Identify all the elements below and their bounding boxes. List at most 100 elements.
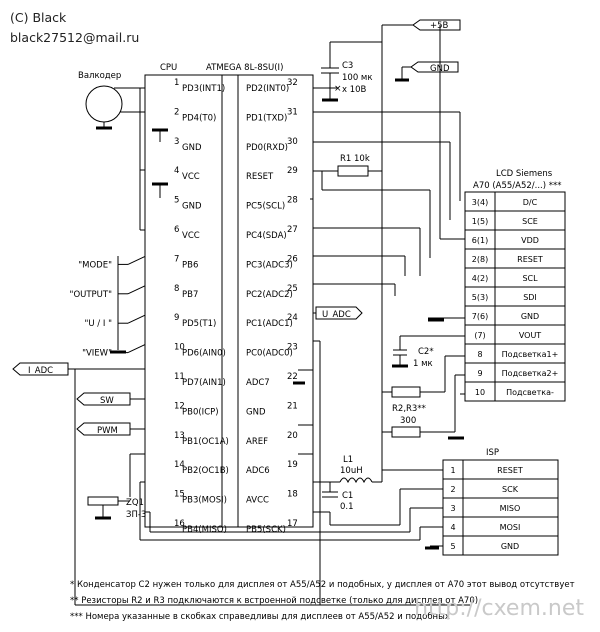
copyright-label: (C) Black bbox=[10, 10, 67, 25]
isp-pin-number: 5 bbox=[450, 542, 455, 551]
zq1-symbol bbox=[87, 496, 119, 506]
cpu-pin-name: RESET bbox=[246, 172, 274, 182]
lcd-pin-name: VDD bbox=[521, 236, 539, 245]
zq1-name: ZQ1 bbox=[126, 498, 144, 508]
cpu-left-pins: 1PD3(INT1)2PD4(T0)3GND4VCC5GND6VCC7PB68P… bbox=[174, 78, 229, 535]
cpu-pin-number: 32 bbox=[287, 78, 298, 88]
c3-name: C3 bbox=[342, 61, 353, 71]
cpu-pin-number: 27 bbox=[287, 225, 298, 235]
lcd-pin-name: RESET bbox=[517, 255, 543, 264]
cpu-pin-name: GND bbox=[182, 143, 202, 153]
cpu-pin-number: 19 bbox=[287, 460, 298, 470]
cpu-body bbox=[144, 74, 314, 528]
cpu-pin-name: PB1(OC1A) bbox=[182, 437, 229, 447]
lcd-pin-number: 7(6) bbox=[472, 312, 488, 321]
r1-symbol bbox=[337, 165, 369, 177]
cpu-pin-number: 23 bbox=[287, 343, 298, 353]
encoder-symbol bbox=[85, 85, 123, 123]
button-label: "MODE" bbox=[78, 260, 112, 270]
cpu-pin-number: 12 bbox=[174, 401, 185, 411]
cpu-pin-name: PC1(ADC1) bbox=[246, 319, 293, 329]
isp-frame bbox=[442, 459, 559, 556]
lcd-pin-number: 4(2) bbox=[472, 274, 488, 283]
cpu-pin-name: AREF bbox=[246, 437, 268, 447]
cpu-pin-name: PB6 bbox=[182, 260, 198, 270]
note-1: * Конденсатор C2 нужен только для диспле… bbox=[70, 580, 575, 590]
vcc-port-label: +5В bbox=[430, 21, 449, 31]
cpu-pin-number: 11 bbox=[174, 372, 185, 382]
cpu-pin-number: 9 bbox=[174, 313, 179, 323]
cpu-pin-number: 21 bbox=[287, 401, 298, 411]
i-adc-port-shape bbox=[12, 362, 69, 376]
cpu-right-pins: 32PD2(INT0)31PD1(TXD)30PD0(RXD)29RESET28… bbox=[246, 78, 298, 535]
cpu-pin-number: 14 bbox=[174, 460, 185, 470]
lcd-pin-name: Подсветка1+ bbox=[502, 350, 559, 359]
pwm-port-shape bbox=[76, 422, 131, 436]
button-contact bbox=[127, 344, 146, 354]
cpu-pin-name: GND bbox=[246, 407, 266, 417]
cpu-pin-number: 13 bbox=[174, 431, 185, 441]
cpu-pin-number: 22 bbox=[287, 372, 298, 382]
note-2: ** Резисторы R2 и R3 подключаются к встр… bbox=[70, 596, 479, 606]
lcd-pin-number: 9 bbox=[477, 369, 482, 378]
encoder-label: Валкодер bbox=[78, 71, 121, 81]
isp-pin-name: MISO bbox=[500, 504, 521, 513]
u-adc-port-shape bbox=[315, 306, 363, 320]
cpu-pin-number: 1 bbox=[174, 78, 179, 88]
cpu-pin-number: 30 bbox=[287, 137, 298, 147]
cpu-pin-name: PD4(T0) bbox=[182, 113, 216, 123]
cpu-pin-name: PC5(SCL) bbox=[246, 202, 285, 212]
cpu-pin-name: PC4(SDA) bbox=[246, 231, 287, 241]
button-label: "U / I " bbox=[84, 319, 112, 329]
cpu-pin-name: PD3(INT1) bbox=[182, 84, 225, 94]
cpu-pin-name: ADC6 bbox=[246, 466, 270, 476]
cpu-pin-number: 15 bbox=[174, 490, 185, 500]
isp-pin-name: GND bbox=[501, 542, 519, 551]
lcd-pin-number: 3(4) bbox=[472, 198, 488, 207]
cpu-pin-name: PD6(AIN0) bbox=[182, 349, 226, 359]
cpu-pin-number: 26 bbox=[287, 254, 298, 264]
r1-label: R1 10k bbox=[340, 154, 370, 164]
l1-value: 10uH bbox=[340, 466, 363, 476]
cpu-pin-name: PB7 bbox=[182, 290, 198, 300]
cpu-pin-name: PB5(SCK) bbox=[246, 525, 286, 535]
cpu-pin-name: PD7(AIN1) bbox=[182, 378, 226, 388]
l1-name: L1 bbox=[343, 455, 353, 465]
lcd-pin-number: 8 bbox=[477, 350, 482, 359]
cpu-pin-number: 8 bbox=[174, 284, 179, 294]
i-adc-port-label: I_ADC bbox=[28, 366, 53, 376]
lcd-pin-name: VOUT bbox=[519, 331, 541, 340]
gnd-port-shape bbox=[410, 61, 459, 73]
lcd-frame bbox=[464, 191, 566, 402]
cpu-pin-number: 3 bbox=[174, 137, 179, 147]
isp-pin-number: 3 bbox=[450, 504, 455, 513]
lcd-pin-number: 6(1) bbox=[472, 236, 488, 245]
cpu-pin-name: PD0(RXD) bbox=[246, 143, 288, 153]
lcd-pin-number: 5(3) bbox=[472, 293, 488, 302]
cpu-pin-name: PD2(INT0) bbox=[246, 84, 289, 94]
cpu-pin-name: PB4(MISO) bbox=[182, 525, 227, 535]
c1-value: 0.1 bbox=[340, 502, 354, 512]
cpu-pin-name: PC2(ADC2) bbox=[246, 290, 293, 300]
button-contact bbox=[127, 314, 146, 324]
u-adc-port-label: U_ADC bbox=[322, 310, 351, 320]
cpu-pin-name: PD1(TXD) bbox=[246, 113, 287, 123]
r23-name: R2,R3** bbox=[392, 404, 426, 414]
cpu-pin-name: PD5(T1) bbox=[182, 319, 216, 329]
cpu-pin-name: VCC bbox=[182, 231, 200, 241]
lcd-pin-number: (7) bbox=[474, 331, 485, 340]
cpu-pin-name: PB3(MOSI) bbox=[182, 496, 227, 506]
zq1-value: ЗП-3 bbox=[126, 510, 146, 520]
pwm-port-label: PWM bbox=[97, 426, 118, 436]
button-label: "OUTPUT" bbox=[70, 290, 113, 300]
cpu-pin-number: 10 bbox=[174, 343, 185, 353]
isp-pin-name: RESET bbox=[497, 466, 523, 475]
button-contact bbox=[127, 255, 146, 265]
pin32-nc-mark: × bbox=[334, 84, 342, 94]
r2-symbol bbox=[391, 386, 421, 398]
lcd-pin-number: 1(5) bbox=[472, 217, 488, 226]
note-3: *** Номера указанные в скобках справедли… bbox=[70, 612, 450, 622]
cpu-pin-number: 29 bbox=[287, 166, 298, 176]
cpu-pin-number: 18 bbox=[287, 490, 298, 500]
cpu-pin-number: 17 bbox=[287, 519, 298, 529]
